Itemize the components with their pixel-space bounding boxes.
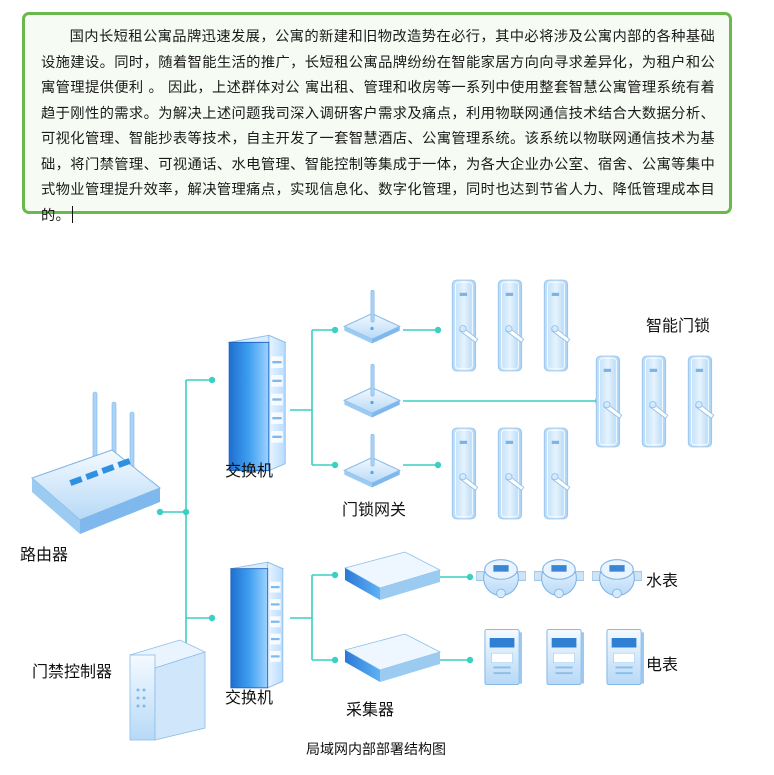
electric-meters (484, 628, 644, 686)
gateway-2 (343, 363, 401, 419)
connection-dots (156, 326, 602, 664)
connection-lines (160, 329, 598, 661)
diagram-caption: 局域网内部部署结构图 (306, 742, 446, 758)
access-controller-label: 门禁控制器 (32, 662, 113, 681)
intro-box: 国内长短租公寓品牌迅速发展，公寓的新建和旧物改造势在必行，其中必将涉及公寓内部的… (22, 12, 732, 224)
switch-top-device (228, 334, 286, 472)
smart-lock-label: 智能门锁 (646, 316, 711, 335)
switch-top-label: 交换机 (225, 461, 274, 480)
gateway-3 (343, 433, 401, 489)
router-label: 路由器 (20, 545, 69, 564)
router-device (31, 391, 161, 534)
water-meter-label: 水表 (646, 571, 679, 590)
intro-paragraph: 国内长短租公寓品牌迅速发展，公寓的新建和旧物改造势在必行，其中必将涉及公寓内部的… (41, 25, 715, 229)
lock-gateway-label: 门锁网关 (342, 500, 407, 519)
switch-bottom-device (230, 561, 284, 689)
network-diagram (31, 279, 715, 741)
electric-meter-label: 电表 (646, 655, 679, 674)
access-controller-device (128, 639, 207, 741)
text-cursor (72, 205, 73, 223)
collector-2 (343, 633, 442, 682)
collector-1 (343, 551, 442, 600)
water-meters (476, 559, 642, 599)
gateway-1 (343, 289, 401, 345)
collector-label: 采集器 (346, 700, 395, 719)
switch-bottom-label: 交换机 (225, 688, 274, 707)
intro-text: 国内长短租公寓品牌迅速发展，公寓的新建和旧物改造势在必行，其中必将涉及公寓内部的… (41, 29, 715, 224)
